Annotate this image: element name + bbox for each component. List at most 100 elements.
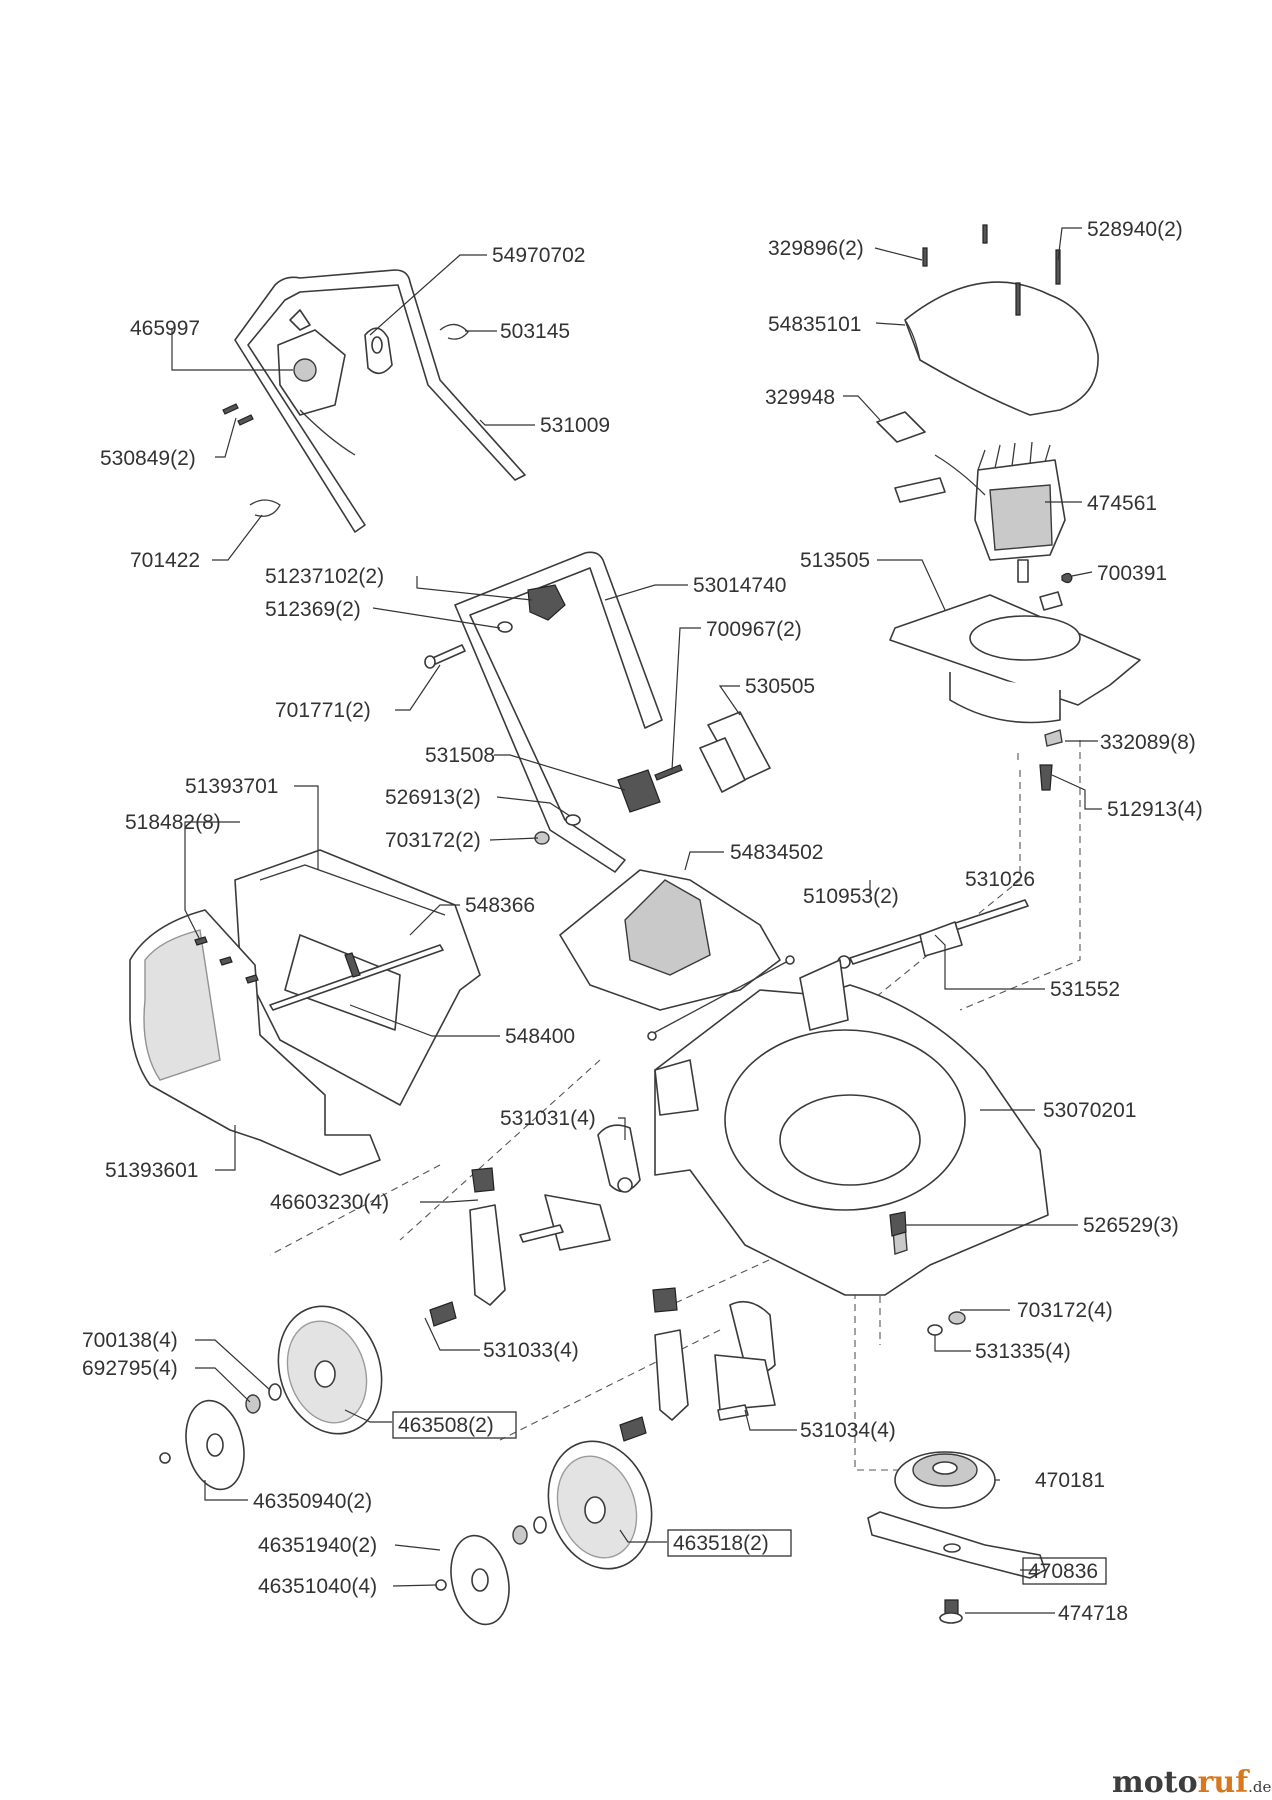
- bolt-512913: [1039, 764, 1053, 791]
- label-531508: 531508: [425, 744, 495, 767]
- ball-46351040: [435, 1579, 447, 1591]
- label-548400: 548400: [505, 1025, 575, 1048]
- lever-46603230: [469, 1167, 506, 1306]
- label-53070201: 53070201: [1043, 1099, 1136, 1122]
- label-51393601: 51393601: [105, 1159, 198, 1182]
- mower-deck-53070201: [654, 959, 1049, 1296]
- adjuster-rear: [652, 1287, 776, 1421]
- screw-700967: [654, 764, 683, 781]
- label-531031: 531031(4): [500, 1107, 596, 1130]
- lower-handle-53014740: [454, 551, 771, 873]
- axle-bracket-531034: [619, 1354, 776, 1442]
- label-54834502: 54834502: [730, 841, 823, 864]
- bolts-526529: [889, 1211, 907, 1237]
- watermark-logo: motoruf.de: [1112, 1765, 1272, 1800]
- key-700391: [1061, 572, 1073, 584]
- motor-474561: [894, 441, 1066, 583]
- label-692795: 692795(4): [82, 1357, 178, 1380]
- motor-plate-513505: [889, 591, 1141, 747]
- label-531009: 531009: [540, 414, 610, 437]
- label-700391: 700391: [1097, 562, 1167, 585]
- label-465997: 465997: [130, 317, 200, 340]
- blade-470836: [867, 1511, 1046, 1579]
- hubcap-46350940: [185, 1399, 245, 1491]
- part-labels: 54970702 465997 503145 531009 530849(2) …: [82, 218, 1203, 1625]
- label-531552: 531552: [1050, 978, 1120, 1001]
- wheel-463518: [547, 1440, 653, 1570]
- bolt-701771: [424, 644, 466, 669]
- label-531034: 531034(4): [800, 1419, 896, 1442]
- cable-hook-54970702: [364, 327, 393, 375]
- upper-handle-531009: [234, 269, 526, 533]
- label-530849: 530849(2): [100, 447, 196, 470]
- bolt-474718: [939, 1599, 963, 1624]
- nut-703172-deck: [948, 1311, 966, 1325]
- label-463508: 463508(2): [398, 1414, 494, 1437]
- label-46351940: 46351940(2): [258, 1534, 377, 1557]
- hubcap-46351940: [450, 1534, 510, 1626]
- label-531033: 531033(4): [483, 1339, 579, 1362]
- label-703172a: 703172(2): [385, 829, 481, 852]
- watermark-text-moto: moto: [1112, 1765, 1198, 1800]
- label-548366: 548366: [465, 894, 535, 917]
- washer-526913: [565, 814, 581, 826]
- label-700967: 700967(2): [706, 618, 802, 641]
- label-46350940: 46350940(2): [253, 1490, 372, 1513]
- clip-503145: [439, 323, 469, 340]
- box-463518: [667, 1529, 792, 1557]
- washer-512369: [497, 621, 513, 633]
- screws-329896-528940: [922, 224, 1061, 316]
- label-518482: 518482(8): [125, 811, 221, 834]
- axle-531026: [837, 899, 1029, 969]
- watermark-text-ruf: ruf: [1198, 1765, 1251, 1800]
- label-531335: 531335(4): [975, 1340, 1071, 1363]
- label-463518: 463518(2): [673, 1532, 769, 1555]
- label-528940: 528940(2): [1087, 218, 1183, 241]
- washer-700138: [268, 1383, 282, 1401]
- label-332089: 332089(8): [1100, 731, 1196, 754]
- knob-51237102: [527, 584, 566, 621]
- adjuster-531031: [597, 1124, 641, 1193]
- washer-531335: [927, 1324, 943, 1336]
- clip-701422: [249, 499, 281, 517]
- label-701771: 701771(2): [275, 699, 371, 722]
- box-463508: [392, 1411, 517, 1439]
- label-474718: 474718: [1058, 1602, 1128, 1625]
- svg-text:motoruf.de: motoruf.de: [1112, 1765, 1272, 1800]
- box-470836: [1022, 1557, 1107, 1585]
- screws-518482: [194, 936, 259, 984]
- label-530505: 530505: [745, 675, 815, 698]
- motor-cover-54835101: [904, 281, 1099, 416]
- wheel-463508: [277, 1305, 383, 1435]
- label-700138: 700138(4): [82, 1329, 178, 1352]
- label-53014740: 53014740: [693, 574, 786, 597]
- label-510953: 510953(2): [803, 885, 899, 908]
- capacitor-329948: [876, 411, 926, 443]
- label-512913: 512913(4): [1107, 798, 1203, 821]
- label-329896: 329896(2): [768, 237, 864, 260]
- rod-548366: [269, 944, 444, 1011]
- label-54835101: 54835101: [768, 313, 861, 336]
- watermark-text-de: .de: [1248, 1778, 1271, 1796]
- label-470181: 470181: [1035, 1469, 1105, 1492]
- label-51237102: 51237102(2): [265, 565, 384, 588]
- label-46603230: 46603230(4): [270, 1191, 389, 1214]
- label-703172b: 703172(4): [1017, 1299, 1113, 1322]
- label-701422: 701422: [130, 549, 200, 572]
- label-46351040: 46351040(4): [258, 1575, 377, 1598]
- switch-box-465997: [277, 309, 356, 456]
- label-526913: 526913(2): [385, 786, 481, 809]
- label-513505: 513505: [800, 549, 870, 572]
- screw-530849: [222, 403, 254, 426]
- label-531026: 531026: [965, 868, 1035, 891]
- rod-548400: [344, 952, 361, 978]
- axle-bracket-531033: [429, 1194, 611, 1327]
- bracket-531508: [617, 769, 661, 813]
- label-329948: 329948: [765, 386, 835, 409]
- label-526529: 526529(3): [1083, 1214, 1179, 1237]
- label-512369: 512369(2): [265, 598, 361, 621]
- nut-692795: [245, 1394, 261, 1414]
- flap-54834502: [559, 869, 795, 1041]
- small-ball: [159, 1452, 171, 1464]
